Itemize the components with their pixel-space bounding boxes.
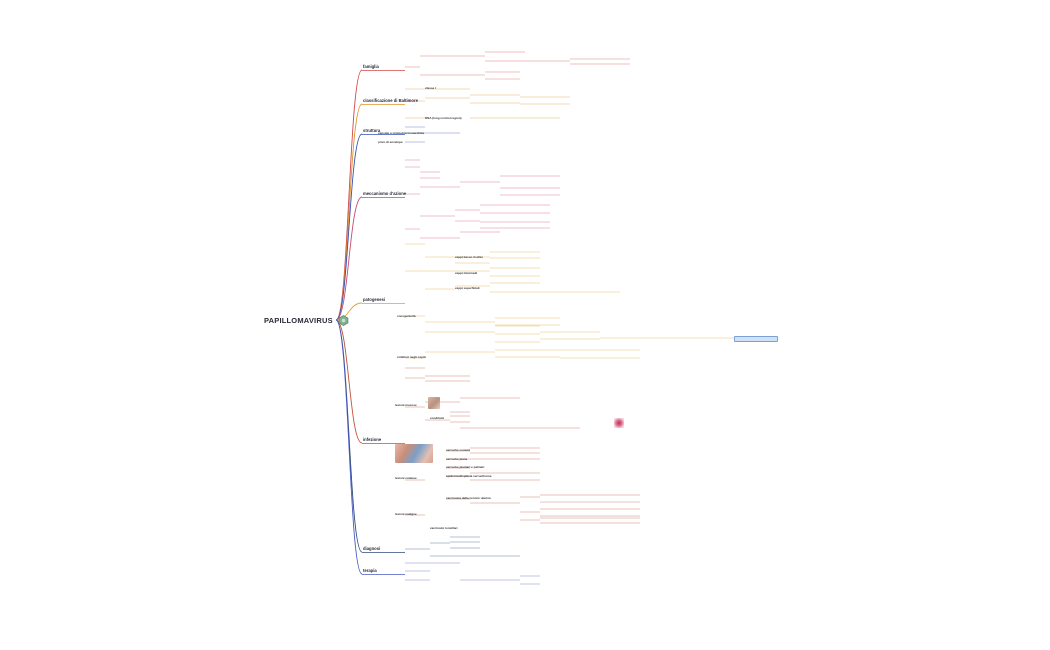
category-diagnosi[interactable]: diagnosi bbox=[363, 546, 381, 551]
subhead-lesioni-cutanee[interactable]: lesioni cutanee bbox=[395, 476, 417, 480]
subhead-condilomi[interactable]: condilomi bbox=[430, 416, 445, 420]
subhead-carcinomi-tonsillari[interactable]: carcinomi tonsillari bbox=[430, 526, 458, 530]
subhead-classe[interactable]: classe I bbox=[425, 86, 436, 90]
connector bbox=[335, 196, 363, 321]
condyloma-photo bbox=[428, 397, 440, 409]
connector bbox=[335, 319, 363, 444]
category-patogenesi[interactable]: patogenesi bbox=[363, 297, 386, 302]
category-struttura[interactable]: struttura bbox=[363, 128, 381, 133]
subhead-verruche-piane[interactable]: verruche piane bbox=[446, 457, 468, 461]
subhead-envelope[interactable]: privo di envelope bbox=[378, 140, 403, 144]
connector bbox=[335, 103, 363, 321]
subhead-basso-rischio[interactable]: ceppi basso rischio bbox=[455, 255, 484, 259]
subhead-cofattori[interactable]: cofattori negli ospiti bbox=[397, 355, 426, 359]
subhead-superficiali[interactable]: ceppi superficiali bbox=[455, 286, 480, 290]
highlight-note[interactable] bbox=[734, 336, 778, 342]
subhead-epidermodisplasia[interactable]: epidermodisplasia verruciforme bbox=[446, 474, 492, 478]
cervix-photo bbox=[614, 418, 624, 428]
subhead-carcinoma-cervice[interactable]: carcinoma della cervice uterina bbox=[446, 496, 491, 500]
subhead-intermedi[interactable]: ceppi intermedi bbox=[455, 271, 478, 275]
category-baltimore[interactable]: classificazione di Baltimore bbox=[363, 98, 418, 103]
category-terapia[interactable]: terapia bbox=[363, 568, 377, 573]
category-infezione[interactable]: infezione bbox=[363, 437, 382, 442]
subhead-lesioni-maligne[interactable]: lesioni maligne bbox=[395, 512, 417, 516]
root-label: PAPILLOMAVIRUS bbox=[264, 316, 333, 325]
subhead-lesioni-mucose[interactable]: lesioni mucose bbox=[395, 403, 417, 407]
connector bbox=[335, 133, 363, 321]
subhead-verruche-comuni[interactable]: verruche comuni bbox=[446, 448, 471, 452]
connector bbox=[335, 319, 363, 553]
subhead-verruche-plantari[interactable]: verruche plantari e palmari bbox=[446, 465, 485, 469]
virus-icon bbox=[338, 315, 349, 326]
subhead-dna[interactable]: DNA (long control region) bbox=[425, 116, 462, 120]
cutaneous-lesion-photo bbox=[395, 444, 433, 463]
category-famiglia[interactable]: famiglia bbox=[363, 64, 379, 69]
subhead-oncogenicita[interactable]: oncogenicità bbox=[397, 314, 416, 318]
connector bbox=[335, 319, 363, 575]
subhead-capside[interactable]: capside a simmetria icosaedrica bbox=[378, 131, 425, 135]
root-node[interactable]: PAPILLOMAVIRUS bbox=[264, 315, 349, 326]
connector bbox=[335, 69, 363, 321]
category-meccanismo[interactable]: meccanismo d'azione bbox=[363, 191, 407, 196]
